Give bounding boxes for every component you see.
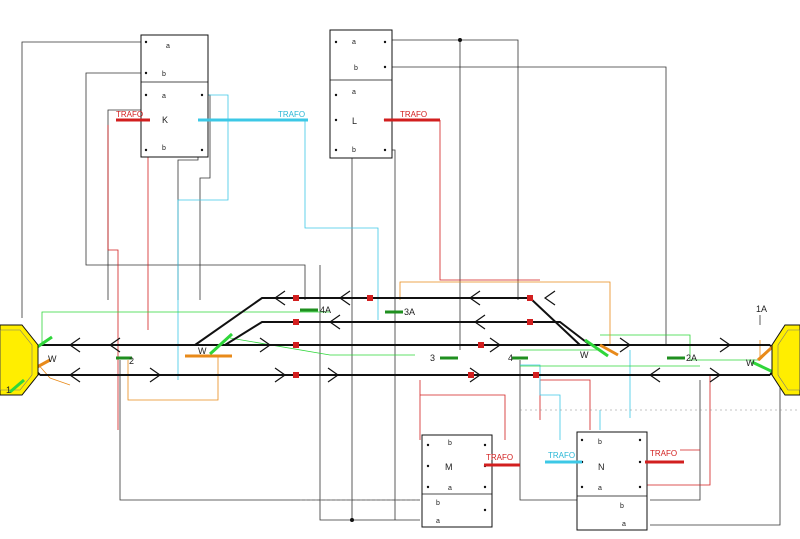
terminal-label: b: [448, 440, 452, 447]
track-label-4: 4: [508, 353, 513, 363]
terminal-label: b: [620, 503, 624, 510]
dashed-lines: [300, 409, 800, 501]
terminal-label: b: [352, 147, 356, 154]
black-wires: [21, 39, 781, 526]
terminal-label: a: [162, 93, 166, 100]
track-label-4a: 4A: [320, 305, 331, 315]
control-box-n[interactable]: b N a b a: [576, 431, 648, 531]
terminal-label: b: [162, 145, 166, 152]
track-siding-inner: [224, 321, 591, 346]
trafo-label: TRAFO: [400, 110, 427, 119]
trafo-label: TRAFO: [650, 449, 677, 458]
terminal-label: b: [162, 71, 166, 78]
main-tracks: [9, 297, 791, 376]
terminal-label: b: [436, 500, 440, 507]
terminal-label: a: [166, 43, 170, 50]
control-box-k[interactable]: a b a K b: [140, 34, 209, 158]
box-letter: M: [445, 462, 453, 472]
track-label-2: 2: [129, 356, 134, 366]
cyan-wires: [177, 94, 631, 440]
trafo-label: TRAFO: [278, 110, 305, 119]
track-label-1a: 1A: [756, 304, 767, 314]
control-box-l[interactable]: a b a L b: [329, 29, 462, 159]
box-letter: L: [352, 116, 357, 126]
track-label-3: 3: [430, 353, 435, 363]
direction-arrows: [68, 290, 732, 383]
terminal-label: b: [354, 65, 358, 72]
terminal-label: a: [436, 518, 440, 525]
trafo-label: TRAFO: [116, 110, 143, 119]
switch-label: W: [746, 358, 755, 368]
track-labels: 2 4A 3A 3 4 2A 1A: [129, 304, 767, 366]
switch-label: W: [48, 354, 57, 364]
control-box-m[interactable]: b M a b a: [350, 434, 493, 528]
terminal-label: a: [448, 485, 452, 492]
switch-label: W: [580, 350, 589, 360]
buffer-left: 1: [0, 324, 39, 396]
trafo-label: TRAFO: [548, 451, 575, 460]
terminal-label: a: [622, 521, 626, 528]
section-bars: [116, 308, 685, 360]
track-label-3a: 3A: [404, 307, 415, 317]
red-wires: [107, 120, 711, 486]
terminal-label: a: [352, 89, 356, 96]
terminal-label: a: [352, 39, 356, 46]
track-label-2a: 2A: [686, 353, 697, 363]
terminal-label: b: [598, 439, 602, 446]
box-letter: K: [162, 115, 168, 125]
track-label-1: 1: [6, 385, 11, 395]
green-wires: [41, 311, 760, 367]
box-letter: N: [598, 462, 605, 472]
switch-label: W: [198, 346, 207, 356]
buffer-right: [771, 324, 800, 396]
switch-left-inner[interactable]: W: [185, 332, 234, 358]
isolation-markers: [293, 295, 539, 378]
trafo-label: TRAFO: [486, 453, 513, 462]
switch-right-inner[interactable]: W: [580, 338, 619, 360]
terminal-label: a: [598, 485, 602, 492]
